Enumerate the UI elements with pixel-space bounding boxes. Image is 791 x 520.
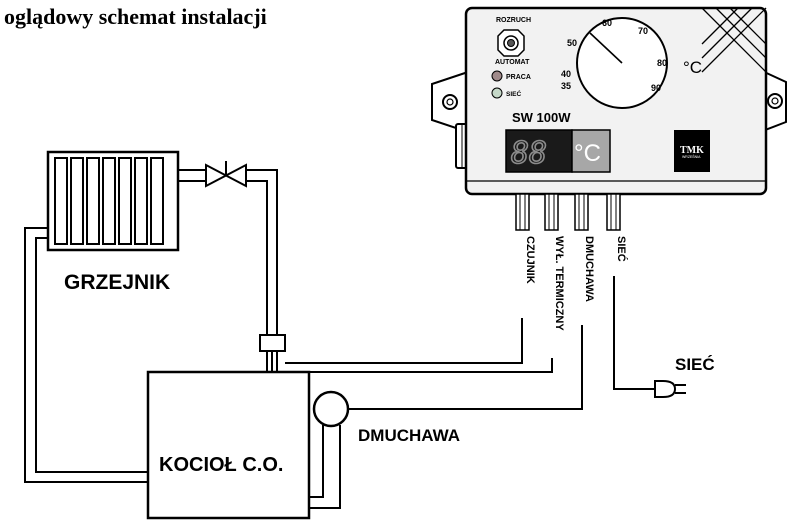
blower-label: DMUCHAWA bbox=[358, 426, 460, 445]
model-label: SW 100W bbox=[512, 110, 571, 125]
sensor-tee bbox=[259, 334, 286, 352]
dial-tick-labels: 35 40 50 60 70 80 90 bbox=[561, 18, 667, 93]
mains-label: SIEĆ bbox=[675, 355, 715, 374]
temperature-display bbox=[505, 129, 573, 173]
boiler-label: KOCIOŁ C.O. bbox=[159, 454, 283, 476]
led-power bbox=[491, 87, 503, 99]
vent-grille bbox=[701, 7, 767, 73]
switch-label-auto: AUTOMAT bbox=[495, 59, 530, 66]
led-power-label: SIEĆ bbox=[506, 89, 521, 98]
display-unit: °C bbox=[574, 140, 601, 167]
radiator-valve bbox=[205, 161, 247, 188]
radiator bbox=[46, 150, 180, 252]
display-unit-box bbox=[571, 129, 611, 173]
blower bbox=[312, 390, 350, 428]
brand-logo-text: TMK bbox=[680, 145, 704, 156]
boiler bbox=[146, 370, 311, 520]
cable-label-sensor: CZUJNIK bbox=[524, 236, 536, 284]
temperature-dial[interactable] bbox=[576, 17, 668, 109]
brand-logo bbox=[674, 130, 710, 172]
radiator-label: GRZEJNIK bbox=[64, 271, 170, 294]
cable-label-mains: SIEĆ bbox=[615, 236, 628, 262]
wires bbox=[271, 276, 655, 410]
switch-label-start: ROZRUCH bbox=[496, 17, 531, 24]
controller-device: ROZRUCH AUTOMAT PRACA SIEĆ 35 40 50 60 7… bbox=[431, 6, 787, 231]
mains-plug bbox=[654, 380, 686, 398]
dial-pointer bbox=[589, 32, 623, 64]
led-work bbox=[491, 70, 503, 82]
dial-tick-80: 80 bbox=[657, 58, 667, 68]
cable-label-blower: DMUCHAWA bbox=[583, 236, 595, 302]
pipes bbox=[24, 169, 278, 483]
dial-tick-60: 60 bbox=[602, 18, 612, 28]
dial-unit: °C bbox=[683, 58, 702, 77]
display-digits: 88 bbox=[511, 136, 547, 171]
dial-tick-40: 40 bbox=[561, 69, 571, 79]
dial-tick-50: 50 bbox=[567, 38, 577, 48]
cable-outlets bbox=[515, 193, 621, 231]
cable-label-thermal-cutout: WYŁ. TERMICZNY bbox=[553, 236, 565, 331]
led-work-label: PRACA bbox=[506, 74, 531, 81]
brand-logo-subtext: WRZEŚNIA bbox=[682, 154, 701, 159]
dial-tick-35: 35 bbox=[561, 81, 571, 91]
mode-switch[interactable] bbox=[497, 29, 525, 57]
dial-tick-90: 90 bbox=[651, 83, 661, 93]
dial-tick-70: 70 bbox=[638, 26, 648, 36]
page-title: oglądowy schemat instalacji bbox=[4, 4, 267, 29]
